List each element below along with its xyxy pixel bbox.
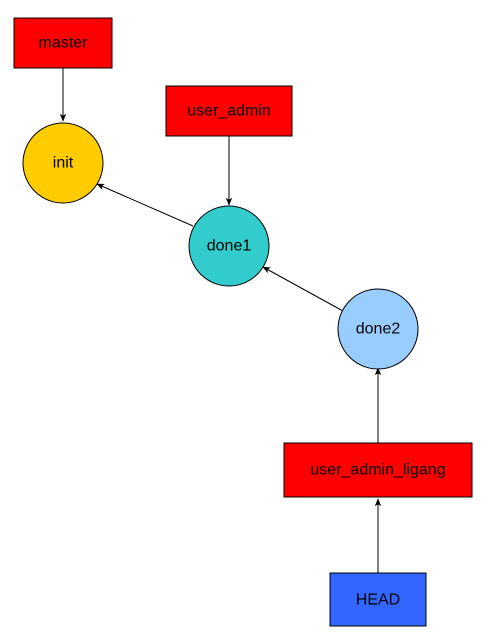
branch-user-admin-box (165, 85, 293, 137)
commit-done1: done1 (188, 205, 270, 287)
head-pointer-label: HEAD (356, 592, 400, 609)
commit-done2-circle (337, 288, 419, 370)
head-pointer: HEAD (329, 572, 427, 627)
head-pointer-box (329, 572, 427, 627)
commit-done2-label: done2 (356, 321, 401, 338)
edge-done1-to-init (96, 183, 194, 227)
branch-user-admin-label: user_admin (187, 103, 271, 120)
edges (59, 68, 382, 573)
commit-init-label: init (53, 155, 74, 172)
branch-master-label: master (39, 35, 89, 52)
branch-user-admin-ligang: user_admin_ligang (283, 442, 473, 498)
commit-done1-label: done1 (207, 238, 252, 255)
branch-user-admin: user_admin (165, 85, 293, 137)
branch-master-box (13, 17, 113, 69)
commit-done1-circle (188, 205, 270, 287)
commit-init-circle (22, 122, 104, 204)
commit-init: init (22, 122, 104, 204)
edge-done2-to-done1 (262, 266, 344, 312)
branch-user-admin-ligang-box (283, 442, 473, 498)
branch-user-admin-ligang-label: user_admin_ligang (310, 462, 445, 479)
branch-master: master (13, 17, 113, 69)
commit-done2: done2 (337, 288, 419, 370)
